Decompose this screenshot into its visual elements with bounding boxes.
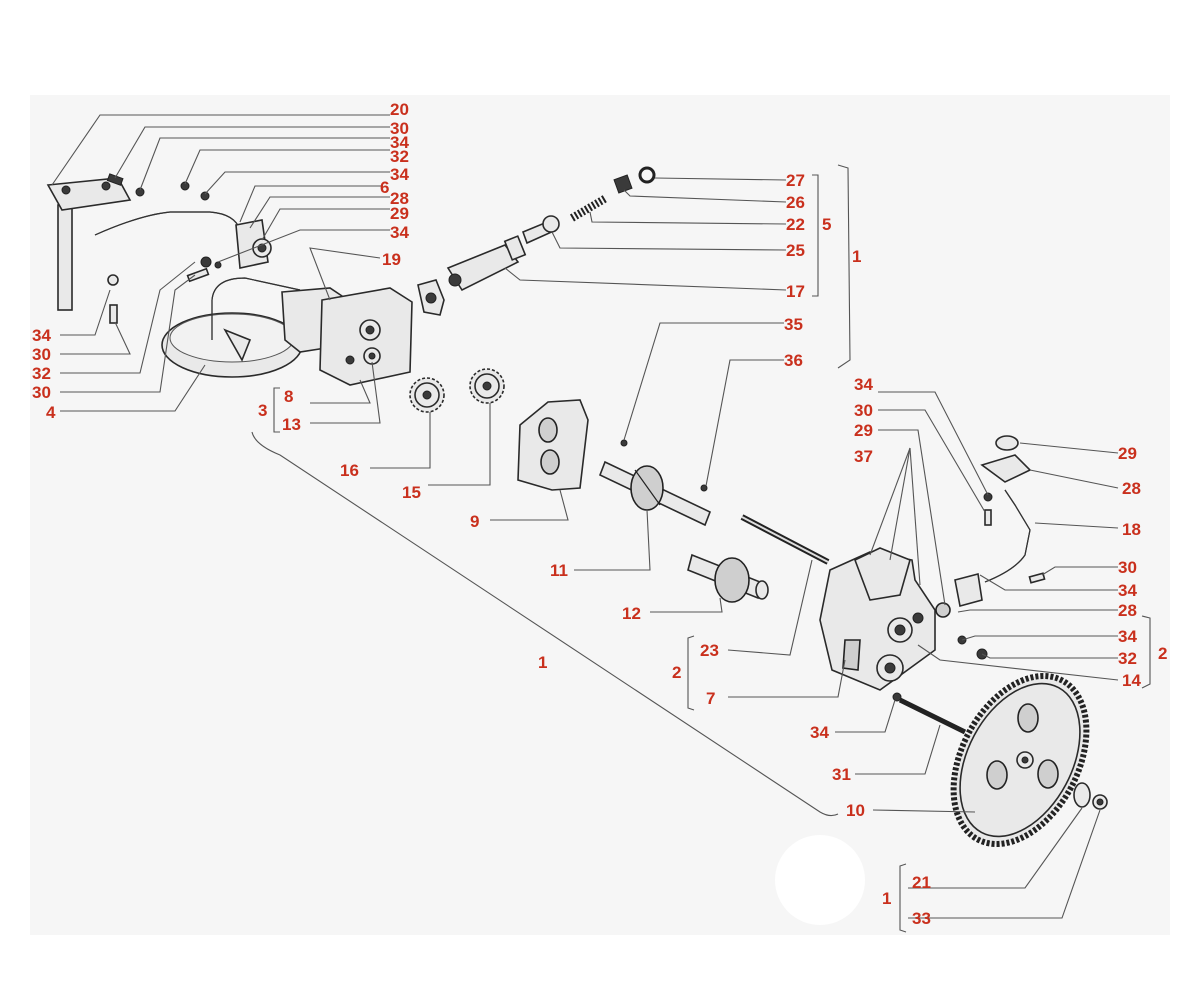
callout: 28: [1122, 479, 1141, 498]
brace-label: 2: [672, 663, 681, 682]
small-bolts: [106, 173, 222, 324]
valve-spring: [569, 194, 609, 222]
callout: 20: [390, 100, 409, 119]
callout: 34: [854, 375, 873, 394]
callout: 28: [390, 189, 409, 208]
callout: 34: [1118, 581, 1137, 600]
driven-gear-10: [950, 672, 1108, 848]
callout: 30: [1118, 558, 1137, 577]
pump-housing-right: [819, 547, 936, 691]
callout: 35: [784, 315, 803, 334]
callout: 26: [786, 193, 805, 212]
callout: 32: [1118, 649, 1137, 668]
callout: 9: [470, 512, 479, 531]
callout: 31: [832, 765, 851, 784]
callout: 18: [1122, 520, 1141, 539]
callout: 23: [700, 641, 719, 660]
callout: 13: [282, 415, 301, 434]
callout: 34: [390, 133, 409, 152]
callout: 36: [784, 351, 803, 370]
callout: 30: [390, 119, 409, 138]
leader-lines: [51, 114, 1119, 919]
brace-label: 2: [1158, 644, 1167, 663]
gear-12: [687, 553, 769, 603]
callout: 34: [390, 223, 409, 242]
callout: 32: [32, 364, 51, 383]
outlet-pipe-18: [935, 435, 1046, 660]
callout: 16: [340, 461, 359, 480]
callout: 34: [32, 326, 51, 345]
callout: 30: [32, 383, 51, 402]
brace-label: 1: [882, 889, 891, 908]
callout: 21: [912, 873, 931, 892]
callout: 34: [810, 723, 829, 742]
brace-label: 5: [822, 215, 831, 234]
gear-15: [469, 368, 505, 404]
callout: 34: [390, 165, 409, 184]
callout: 30: [32, 345, 51, 364]
callout: 30: [854, 401, 873, 420]
bolt-31: [892, 692, 967, 735]
callout: 19: [382, 250, 401, 269]
callout: 27: [786, 171, 805, 190]
callout: 25: [786, 241, 805, 260]
callout: 29: [1118, 444, 1137, 463]
dowel-36: [700, 484, 708, 492]
callout: 34: [1118, 627, 1137, 646]
callout: 12: [622, 604, 641, 623]
callout: 6: [380, 178, 389, 197]
relief-valve-body: [446, 235, 527, 292]
callout: 15: [402, 483, 421, 502]
valve-plunger: [521, 215, 560, 245]
drive-shaft-11: [598, 460, 712, 527]
callout: 28: [1118, 601, 1137, 620]
valve-cap: [613, 166, 656, 194]
callout: 29: [854, 421, 873, 440]
callout: 29: [390, 204, 409, 223]
gear-16: [409, 377, 445, 413]
pump-cover-9: [517, 399, 589, 491]
gasket-plate: [417, 279, 445, 316]
dowel-35: [620, 439, 628, 447]
callout-labels: 20 30 34 32 34 6 28 29 34 19 34 30 32 30…: [32, 100, 1167, 928]
brace-label: 1: [852, 247, 861, 266]
callout: 11: [550, 561, 568, 580]
callout: 33: [912, 909, 931, 928]
blank-spot: [775, 835, 865, 925]
oil-strainer: [161, 277, 303, 378]
pin-23: [740, 514, 830, 565]
brace-label: 3: [258, 401, 267, 420]
pump-housing-left: [281, 287, 413, 386]
callout: 37: [854, 447, 873, 466]
braces: [273, 164, 1151, 933]
callout: 7: [706, 689, 715, 708]
callout: 4: [46, 403, 56, 422]
callout: 10: [846, 801, 865, 820]
callout: 17: [786, 282, 805, 301]
callout: 1: [538, 653, 547, 672]
callout: 22: [786, 215, 805, 234]
callout: 8: [284, 387, 293, 406]
oil-pick-up-pipe: [46, 177, 241, 311]
callout: 14: [1122, 671, 1141, 690]
callout: 32: [390, 147, 409, 166]
